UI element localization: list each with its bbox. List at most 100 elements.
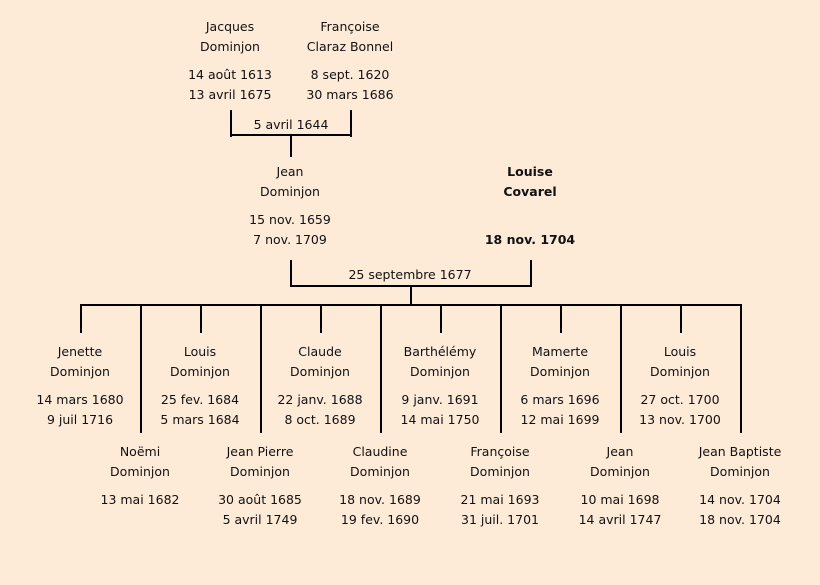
- last-name: Claraz Bonnel: [306, 39, 394, 54]
- first-name: Noëmi: [119, 444, 161, 459]
- last-name: Dominjon: [470, 464, 530, 479]
- child-connector-line: [80, 304, 82, 333]
- death-date: 14 avril 1747: [578, 512, 662, 527]
- connector-line: [530, 260, 532, 287]
- birth-date: [465, 210, 595, 230]
- first-name: Françoise: [320, 19, 380, 34]
- birth-date: 14 mars 1680: [36, 392, 124, 407]
- connector-line: [290, 134, 292, 157]
- child-connector-line: [560, 304, 562, 333]
- child-connector-line: [260, 304, 262, 433]
- children-bar: [80, 304, 742, 306]
- person-jean-dominjon: Jean Dominjon 15 nov. 1659 7 nov. 1709: [225, 162, 355, 250]
- death-date: 18 nov. 1704: [699, 512, 781, 527]
- birth-date: 18 nov. 1689: [339, 492, 421, 507]
- last-name: Dominjon: [410, 364, 470, 379]
- first-name: Jenette: [57, 344, 103, 359]
- child-connector-line: [380, 304, 382, 433]
- birth-date: 8 sept. 1620: [310, 67, 390, 82]
- last-name: Dominjon: [590, 464, 650, 479]
- last-name: Dominjon: [230, 464, 290, 479]
- child-connector-line: [440, 304, 442, 333]
- child-connector-line: [620, 304, 622, 433]
- death-date: 5 mars 1684: [160, 412, 240, 427]
- death-date: 8 oct. 1689: [284, 412, 356, 427]
- first-name: Jean: [276, 164, 304, 179]
- connector-line: [410, 285, 412, 306]
- last-name: Dominjon: [350, 464, 410, 479]
- child-connector-line: [500, 304, 502, 433]
- first-name: Barthélémy: [403, 344, 477, 359]
- birth-date: 30 août 1685: [218, 492, 302, 507]
- marriage-date-parents: 25 septembre 1677: [348, 267, 472, 282]
- person-louise-covarel: Louise Covarel 18 nov. 1704: [465, 162, 595, 250]
- first-name: Mamerte: [531, 344, 589, 359]
- child-connector-line: [740, 304, 742, 433]
- death-date: 14 mai 1750: [400, 412, 480, 427]
- connector-line: [290, 260, 292, 287]
- connector-line: [230, 110, 232, 137]
- last-name: Dominjon: [50, 364, 110, 379]
- birth-date: 10 mai 1698: [580, 492, 660, 507]
- first-name: Louis: [663, 344, 697, 359]
- birth-date: 9 janv. 1691: [401, 392, 479, 407]
- marriage-date-grandparents: 5 avril 1644: [253, 117, 329, 132]
- death-date: 31 juil. 1701: [461, 512, 539, 527]
- birth-date: 14 nov. 1704: [699, 492, 781, 507]
- death-date: 13 avril 1675: [188, 87, 272, 102]
- first-name: Claude: [298, 344, 342, 359]
- first-name: Jean: [606, 444, 634, 459]
- birth-date: 6 mars 1696: [520, 392, 600, 407]
- last-name: Dominjon: [650, 364, 710, 379]
- death-date: 7 nov. 1709: [253, 232, 327, 247]
- first-name: Jean Baptiste: [698, 444, 782, 459]
- death-date: 30 mars 1686: [306, 87, 394, 102]
- death-date: 18 nov. 1704: [484, 232, 576, 247]
- death-date: 9 juil 1716: [46, 412, 114, 427]
- last-name: Dominjon: [110, 464, 170, 479]
- birth-date: 27 oct. 1700: [640, 392, 720, 407]
- death-date: 19 fev. 1690: [340, 512, 420, 527]
- child-connector-line: [320, 304, 322, 333]
- death-date: 5 avril 1749: [222, 512, 298, 527]
- first-name: Jean Pierre: [226, 444, 294, 459]
- child-connector-line: [680, 304, 682, 333]
- first-name: Louis: [183, 344, 217, 359]
- death-date: [75, 510, 205, 530]
- person-francoise-claraz-bonnel: Françoise Claraz Bonnel 8 sept. 1620 30 …: [285, 17, 415, 105]
- birth-date: 14 août 1613: [188, 67, 272, 82]
- last-name: Covarel: [503, 184, 557, 199]
- first-name: Françoise: [470, 444, 530, 459]
- child-connector-line: [140, 304, 142, 433]
- first-name: Louise: [507, 164, 553, 179]
- birth-date: 15 nov. 1659: [249, 212, 331, 227]
- last-name: Dominjon: [710, 464, 770, 479]
- birth-date: 25 fev. 1684: [160, 392, 240, 407]
- first-name: Claudine: [352, 444, 408, 459]
- birth-date: 21 mai 1693: [460, 492, 540, 507]
- child-connector-line: [200, 304, 202, 333]
- last-name: Dominjon: [290, 364, 350, 379]
- death-date: 12 mai 1699: [520, 412, 600, 427]
- person-jacques-dominjon: Jacques Dominjon 14 août 1613 13 avril 1…: [165, 17, 295, 105]
- death-date: 13 nov. 1700: [639, 412, 721, 427]
- birth-date: 13 mai 1682: [100, 492, 180, 507]
- last-name: Dominjon: [260, 184, 320, 199]
- last-name: Dominjon: [170, 364, 230, 379]
- last-name: Dominjon: [530, 364, 590, 379]
- birth-date: 22 janv. 1688: [277, 392, 363, 407]
- first-name: Jacques: [205, 19, 255, 34]
- last-name: Dominjon: [200, 39, 260, 54]
